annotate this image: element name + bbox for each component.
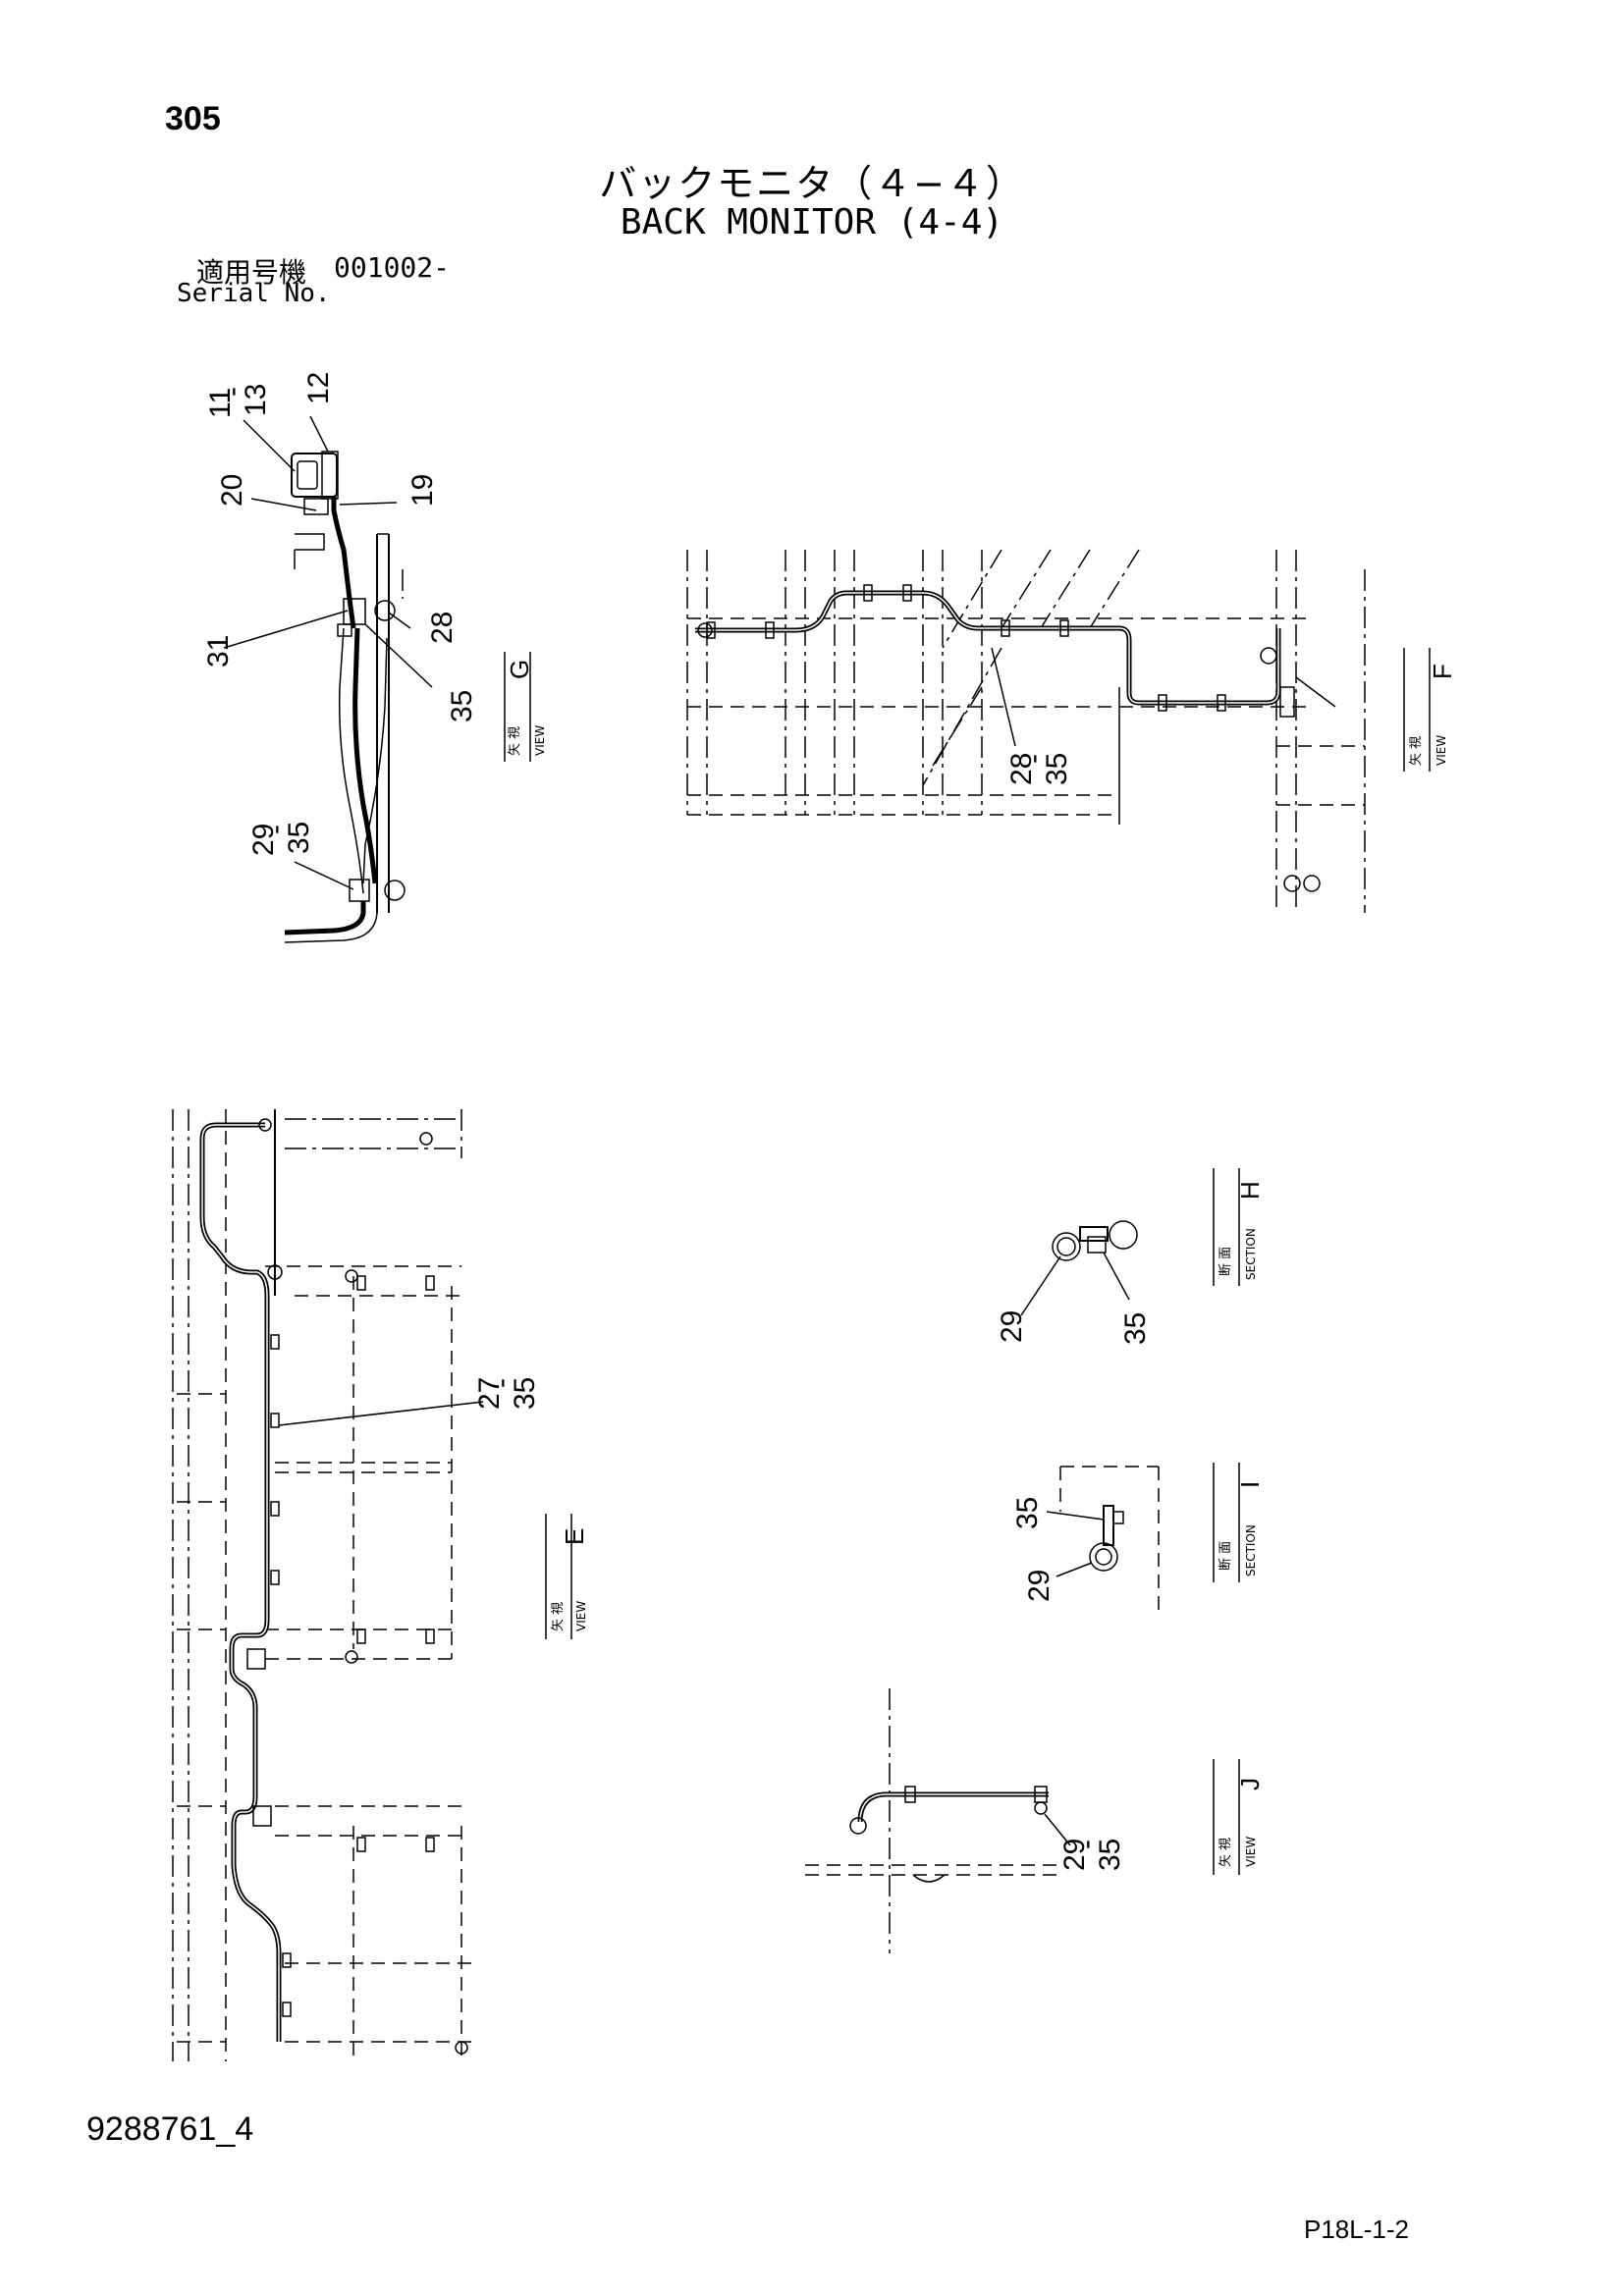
callout-dash-2: - [259,825,292,834]
callout-29: 29 [247,824,280,856]
serial-label-english: Serial No. [177,279,331,308]
callout-28: 28 [426,612,459,644]
section-en-i: SECTION [1244,1524,1258,1576]
callout-13: 13 [240,384,272,416]
camera-cable [331,497,356,629]
section-h-diagram: 29 35 H 断 面 SECTION [996,1168,1265,1345]
clamp-28 [374,600,396,621]
drawing-number: 9288761_4 [86,2110,254,2148]
harness-run-j [857,1791,1049,1823]
callout-35-2: 35 [283,822,315,854]
section-letter-h: H [1235,1181,1265,1200]
camera-bracket [321,451,339,500]
view-en-e: VIEW [574,1601,588,1631]
harness-exit-g [284,901,366,935]
harness-run-g1 [352,627,378,884]
camera-mount [303,498,329,515]
view-jp-j: 矢 視 [1218,1838,1233,1867]
callout-31: 31 [202,635,235,667]
section-en-h: SECTION [1244,1228,1258,1280]
title-english: BACK MONITOR (4-4) [620,202,1004,242]
view-jp-f: 矢 視 [1409,736,1424,766]
callout-dash-e: - [485,1378,517,1388]
callout-35-e: 35 [509,1377,541,1410]
view-letter-e: E [560,1528,589,1545]
view-label-j: J 矢 視 VIEW [1213,1759,1265,1875]
callout-35: 35 [446,690,478,722]
callout-35-i: 35 [1011,1497,1044,1529]
callout-dash: - [216,387,248,397]
callout-29-h: 29 [996,1310,1028,1343]
view-label-e: E 矢 視 VIEW [545,1514,589,1639]
section-letter-i: I [1235,1481,1265,1488]
serial-label-japanese: 適用号機 [196,256,307,289]
view-label-g: G 矢 視 VIEW [504,652,547,762]
view-j-diagram: 29 - 35 J 矢 視 VIEW [805,1688,1265,1953]
view-en-g: VIEW [533,725,547,756]
view-f-diagram: 28 - 35 F 矢 視 VIEW [686,549,1457,913]
callout-29-i: 29 [1023,1570,1056,1602]
section-label-i: I 断 面 SECTION [1213,1463,1265,1582]
page-code: P18L-1-2 [1304,2215,1409,2244]
callout-27-e: 27 [473,1377,506,1410]
view-e-diagram: 27 - 35 E 矢 視 VIEW [172,1109,589,2061]
callout-28-f: 28 [1005,753,1038,785]
callout-dash-f: - [1017,754,1050,764]
page-number: 305 [165,100,221,137]
view-en-j: VIEW [1244,1837,1258,1867]
callout-35-j: 35 [1094,1839,1126,1871]
camera-body [291,453,338,498]
title-japanese: バックモニタ（４−４） [599,162,1025,205]
callout-11: 11 [204,388,237,418]
callout-dash-j: - [1070,1840,1103,1849]
section-jp-i: 断 面 [1218,1541,1233,1571]
camera-lens [297,460,318,490]
callout-35-h: 35 [1119,1312,1152,1345]
view-en-f: VIEW [1435,735,1448,766]
view-jp-g: 矢 視 [508,726,522,756]
view-label-f: F 矢 視 VIEW [1403,648,1457,772]
harness-run-f [695,590,1281,706]
view-g-diagram: 11 - 13 12 20 19 31 28 35 29 - 35 G 矢 視 … [202,372,547,943]
view-letter-f: F [1428,664,1457,679]
serial-number-value: 001002- [334,251,451,284]
callout-29-j: 29 [1058,1839,1091,1871]
callout-12: 12 [302,372,335,404]
callout-20: 20 [216,474,248,507]
section-i-diagram: 35 29 I 断 面 SECTION [1011,1463,1265,1610]
callout-35-f: 35 [1041,753,1073,785]
clamp-29-lower [349,879,370,902]
view-letter-j: J [1235,1778,1265,1790]
section-label-h: H 断 面 SECTION [1213,1168,1265,1286]
callout-19: 19 [406,474,439,507]
view-letter-g: G [505,660,534,679]
section-jp-h: 断 面 [1218,1247,1233,1276]
view-jp-e: 矢 視 [551,1602,566,1631]
